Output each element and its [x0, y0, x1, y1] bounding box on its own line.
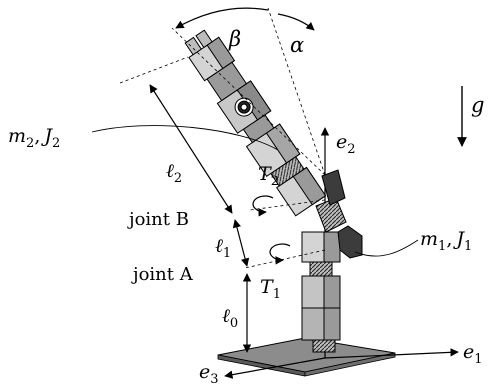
alpha-arc [277, 13, 315, 31]
t2-label: T2 [258, 163, 279, 189]
t1-torque-arc [269, 243, 291, 265]
joint-a-label: joint A [131, 264, 194, 285]
m1-leader [354, 239, 419, 257]
torque-arcs [252, 195, 291, 265]
m2-leader [91, 125, 279, 151]
t2-torque-arc [252, 195, 274, 217]
l1-dimension [232, 219, 250, 267]
upper-link [184, 29, 327, 217]
e1-label: e1 [463, 341, 483, 367]
g-label: g [471, 93, 484, 117]
leader-lines [91, 125, 419, 257]
e3-label: e3 [199, 361, 219, 385]
l2-dimension [149, 84, 233, 214]
l1-label: ℓ1 [215, 235, 231, 261]
mass-m1-block [337, 225, 363, 259]
l0-label: ℓ0 [222, 305, 238, 331]
joint-b-assembly [315, 169, 347, 233]
angle-reference-lines [171, 7, 326, 269]
m2-j2-label: m2,J2 [8, 125, 60, 151]
e1-axis [324, 348, 459, 359]
m1-j1-label: m1,J1 [420, 228, 472, 254]
base-plate [217, 337, 396, 377]
beta-arc [175, 7, 269, 29]
beta-label: β [228, 27, 241, 51]
t1-label: T1 [260, 276, 281, 302]
l2-label: ℓ2 [166, 160, 182, 186]
alpha-label: α [290, 33, 304, 57]
e2-label: e2 [336, 131, 356, 157]
joint-b-label: joint B [127, 209, 189, 230]
lower-link [301, 231, 341, 353]
angle-arcs [175, 7, 315, 31]
e3-axis [224, 357, 326, 379]
length-dimensions [119, 56, 252, 353]
